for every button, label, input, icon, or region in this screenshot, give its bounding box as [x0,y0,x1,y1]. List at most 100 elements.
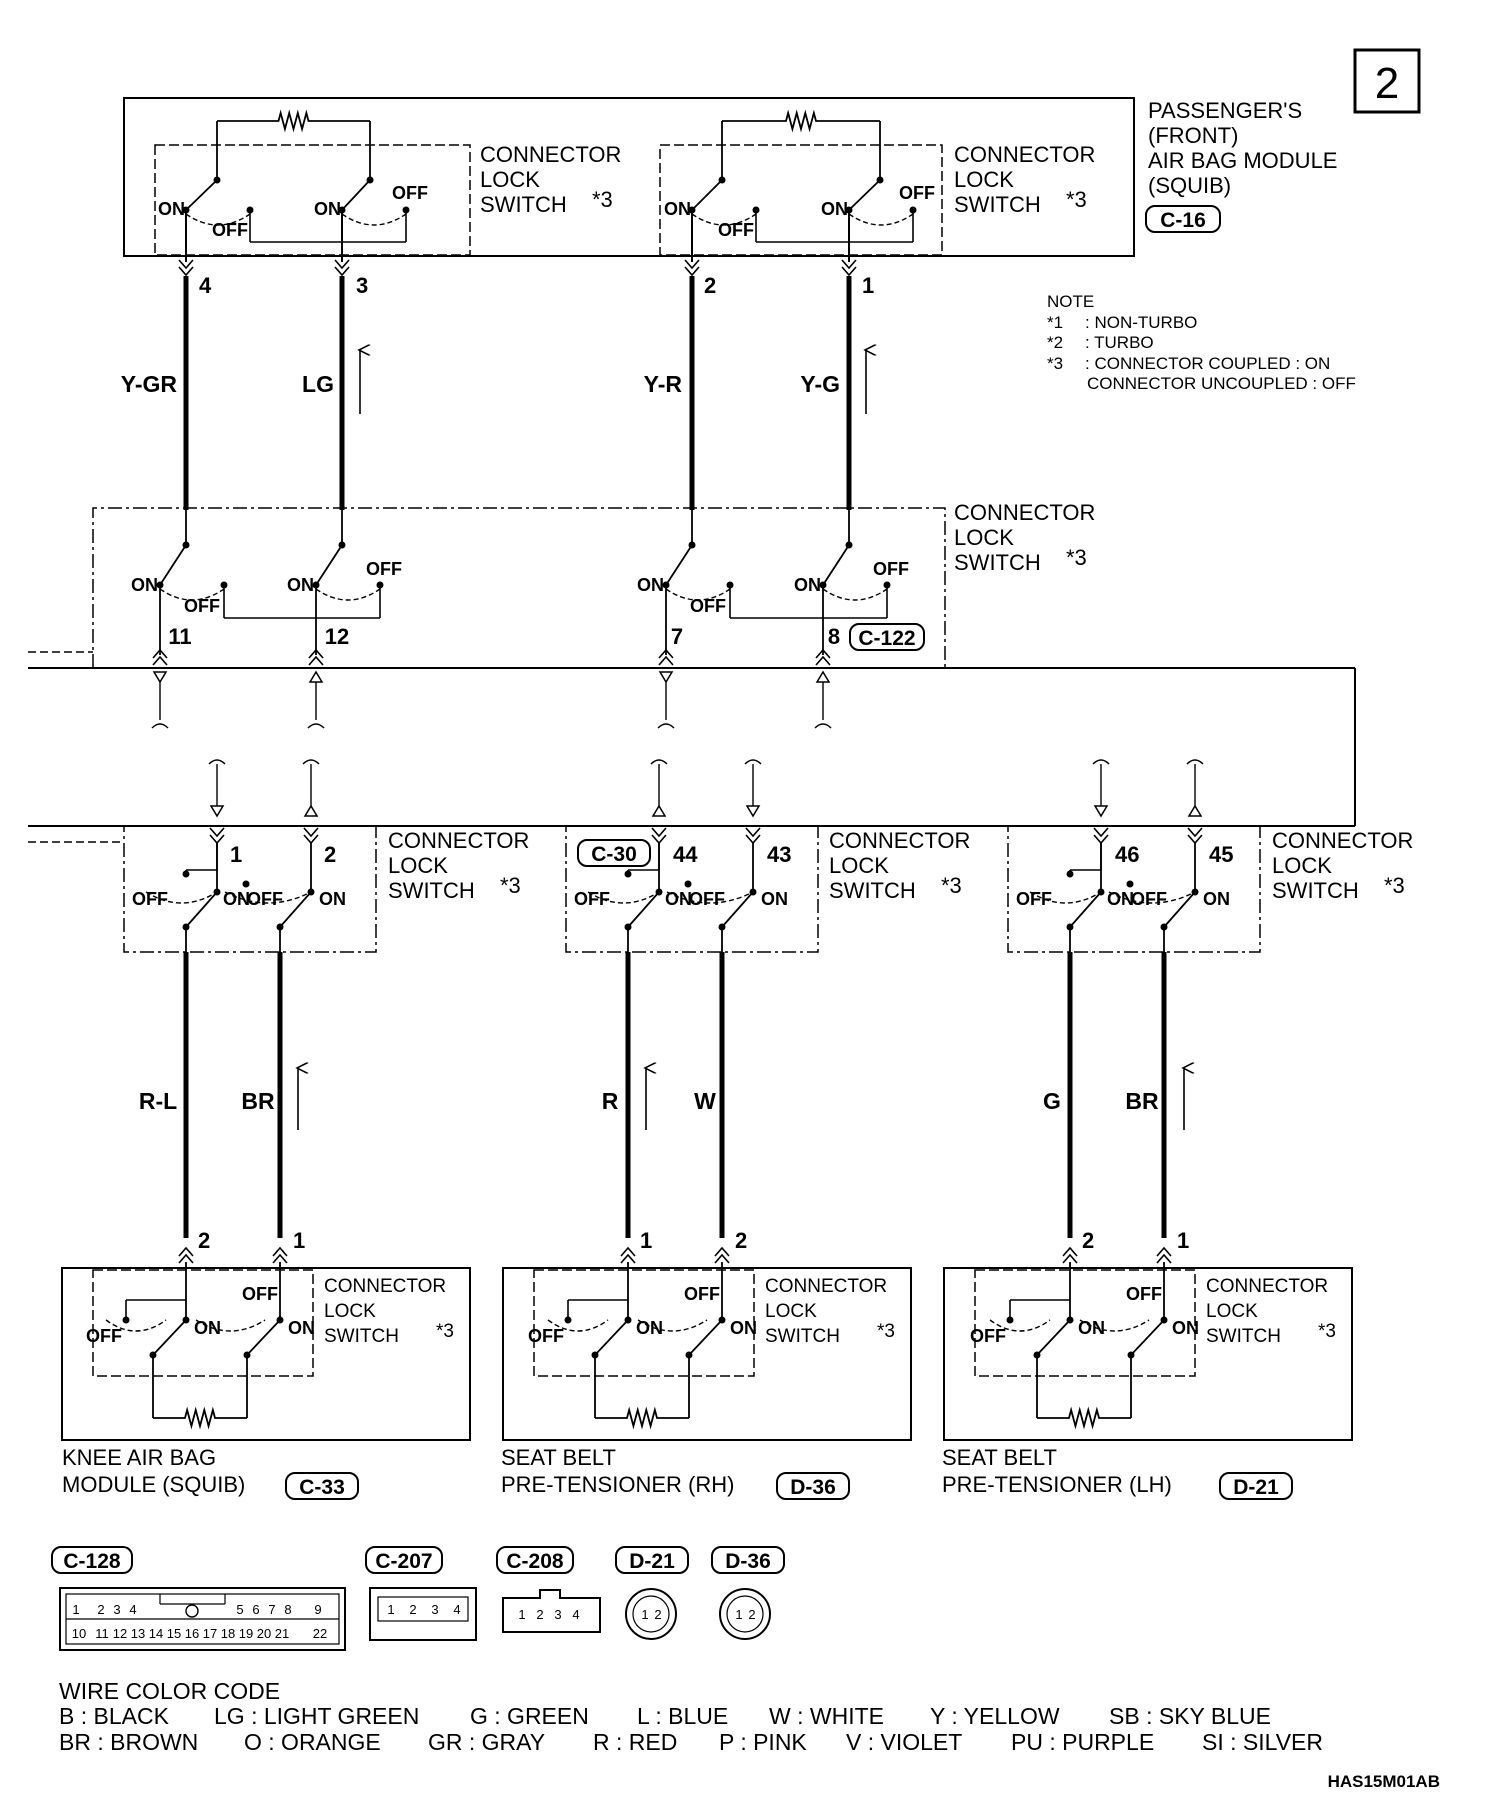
c30-off-contact-b-1 [684,880,692,888]
c30-arc-a-0 [145,891,218,904]
svg-text:NOTE: NOTE [1047,292,1094,311]
c30-cls-label-2-mark: *3 [941,873,962,898]
passenger-on-label-a-0: ON [158,199,185,219]
c30-cls-label-2-line2: LOCK [829,853,889,878]
c30-on-label-a-0: ON [223,889,250,909]
passenger-off-label-a-1: OFF [718,220,754,240]
lh-cls-label-line2: LOCK [1206,1301,1258,1322]
note-block: NOTE *1 : NON-TURBO *2 : TURBO *3 : CONN… [1047,292,1356,393]
rh-cls-label-mark: *3 [877,1321,895,1342]
c30-badge [577,839,651,867]
c30-chevron-a-0 [209,827,225,845]
svg-text:3: 3 [431,1602,438,1617]
c122-on-b-1: ON [794,575,821,595]
harness-direction-bottom-1 [303,804,319,817]
svg-text:Y : YELLOW: Y : YELLOW [930,1703,1060,1729]
harness-break-bottom-4 [1092,759,1110,765]
wire-color-code: WIRE COLOR CODE B : BLACK LG : LIGHT GRE… [59,1678,1323,1755]
c30-on-label-a-2: ON [1107,889,1134,909]
d21-badge [1219,1472,1293,1500]
c30-cls-label-2-line1: CONNECTOR [829,828,970,853]
c30-off-label-b-2: OFF [1131,889,1167,909]
svg-text:*3: *3 [1047,354,1063,373]
svg-text:2: 2 [409,1602,416,1617]
svg-text:PRE-TENSIONER (LH): PRE-TENSIONER (LH) [942,1472,1172,1497]
svg-text:14: 14 [149,1626,163,1641]
wire-bottom-pin-4: 2 [735,1228,747,1253]
rh-cls-label-line3: SWITCH [765,1326,840,1347]
svg-text:D-21: D-21 [629,1550,675,1573]
svg-text:19: 19 [239,1626,253,1641]
c30-chevron-b-0 [303,827,319,845]
c30-blade-b-0 [279,891,312,928]
wire-top-connector-3 [841,259,857,277]
svg-text:C-208: C-208 [506,1550,564,1573]
c16-badge [1145,205,1221,233]
c30-chevron-a-1 [651,827,667,845]
rh-cls-label-line1: CONNECTOR [765,1276,887,1297]
rh-cls-label-line2: LOCK [765,1301,817,1322]
harness-direction-top-3 [815,670,831,683]
c122-blade-b-0 [315,544,343,586]
c30-on-label-a-1: ON [665,889,692,909]
c30-cls-label-3-mark: *3 [1384,873,1405,898]
svg-text:1: 1 [387,1602,394,1617]
svg-text:2: 2 [748,1607,755,1622]
c122-cls-frame [92,507,946,668]
svg-text:: TURBO: : TURBO [1085,333,1154,352]
c30-arc-b-0 [224,891,312,904]
svg-text:21: 21 [275,1626,289,1641]
harness-break-top-3 [814,723,832,729]
harness-band [28,651,1356,843]
lh-on-label-b: ON [1172,1318,1199,1338]
svg-text:1: 1 [72,1602,79,1617]
c30-cls-frame-3 [1007,825,1261,953]
connector-views: C-128 C-207 C-208 D-21 D-36 1 2 3 4 5 6 … [51,1546,785,1651]
harness-entry-1 [308,648,324,666]
c16-label: C-16 [1160,209,1206,232]
wire-bottom-pin-3: 1 [640,1228,652,1253]
page-number: 2 [1375,59,1399,108]
c30-cls-label-2-line3: SWITCH [829,878,916,903]
c122-blade-b-1 [822,544,850,586]
wire-bottom-color-1: R-L [139,1088,177,1114]
harness-break-bottom-2 [650,759,668,765]
c122-pin-11: 11 [168,624,191,649]
passenger-arc-b-1 [848,213,914,226]
c30-on-label-b-2: ON [1203,889,1230,909]
c122-pivot-a-0 [182,541,190,549]
c122-badge [849,623,925,651]
passenger-cls-left-label-line3: SWITCH [480,192,567,217]
c122-arc-a-0 [159,588,225,601]
rh-off-label-a: OFF [528,1326,564,1346]
c30-chevron-a-2 [1093,827,1109,845]
rh-pretensioner-box [502,1267,912,1441]
passenger-pivot-b-1 [876,176,884,184]
svg-text:8: 8 [284,1602,291,1617]
c30-arc-b-1 [666,891,754,904]
c30-cls-label-3-line2: LOCK [1272,853,1332,878]
svg-text:G : GREEN: G : GREEN [470,1703,589,1729]
svg-text:2: 2 [97,1602,104,1617]
c33-badge [285,1472,359,1500]
svg-text:20: 20 [257,1626,271,1641]
c30-pin-44: 44 [673,842,698,867]
c30-chevron-b-1 [745,827,761,845]
svg-text:P : PINK: P : PINK [719,1729,807,1755]
wire-top-color-2: LG [302,371,334,397]
wire-bottom-pin-5: 2 [1082,1228,1094,1253]
knee-off-label-b: OFF [242,1284,278,1304]
svg-text:AIR BAG MODULE: AIR BAG MODULE [1148,148,1337,173]
c122-arc-b-1 [822,588,888,601]
lh-off-label-a: OFF [970,1326,1006,1346]
harness-entry-0 [152,648,168,666]
passenger-off-label-b-0: OFF [392,183,428,203]
c30-pin-45: 45 [1209,842,1233,867]
svg-text:WIRE COLOR CODE: WIRE COLOR CODE [59,1678,280,1704]
lh-blade-a [1036,1319,1071,1356]
passenger-cls-left-label-line2: LOCK [480,167,540,192]
lh-name: SEAT BELT PRE-TENSIONER (LH) [942,1445,1172,1497]
passenger-arc-b-0 [341,213,407,226]
svg-text:(SQUIB): (SQUIB) [1148,173,1231,198]
wire-bottom-color-2: BR [241,1088,275,1114]
